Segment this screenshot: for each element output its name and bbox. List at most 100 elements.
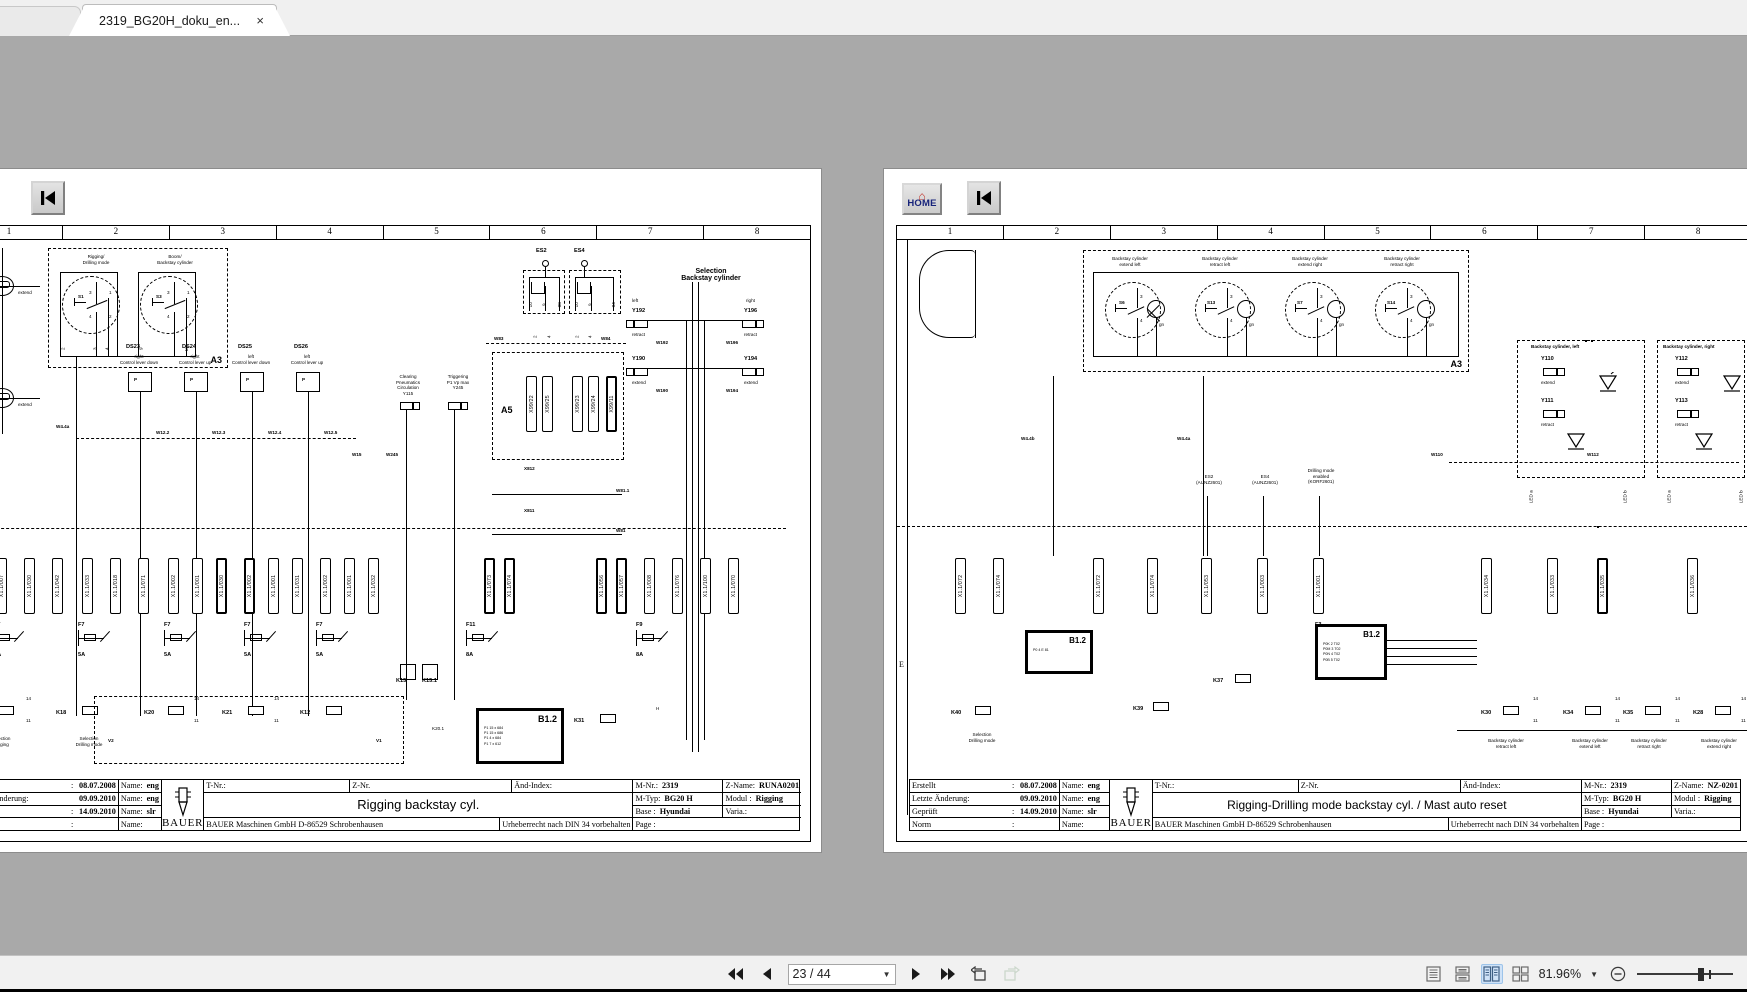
company-logo: BAUER <box>162 780 205 830</box>
a3-switch2-id: S3 <box>156 294 162 299</box>
title-block-left: Erstellt : 08.07.2008 Letzte Änderung: 0… <box>0 779 802 831</box>
fuse-rating: 5A <box>164 652 172 658</box>
sensor-id: DS23 <box>126 344 140 350</box>
column-tick: 4 <box>1218 226 1325 239</box>
group-a5-left: A5 <box>492 352 624 460</box>
button-id: S6 <box>1119 300 1125 305</box>
valve-fn: retract <box>1541 422 1555 427</box>
column-tick: 7 <box>1538 226 1646 239</box>
valve-id: Y196 <box>744 308 758 314</box>
led-label: LED a <box>1666 490 1672 504</box>
next-page-button[interactable] <box>904 962 928 986</box>
close-icon[interactable]: × <box>256 13 264 28</box>
zoom-slider-handle[interactable] <box>1698 968 1704 981</box>
wire-tag-w110: W110 <box>1431 452 1443 457</box>
led-symbol-icon <box>1598 372 1618 392</box>
valve-id: Y111 <box>1541 398 1554 404</box>
zoom-out-button[interactable] <box>1606 962 1630 986</box>
zoom-slider[interactable] <box>1637 967 1733 981</box>
led-label: LED b <box>1622 490 1628 504</box>
device-block-b12-left: B1.2 P1 15 x 684 P1 15 x 686 P1 4 x 684 … <box>476 708 564 764</box>
bauer-drill-icon <box>1123 787 1140 817</box>
column-tick: 6 <box>490 226 598 239</box>
valve-group-right-right-page <box>1657 340 1745 478</box>
zoom-dropdown-chevron-icon[interactable]: ▼ <box>1590 969 1598 979</box>
wire-tag-w83: W83 <box>494 336 504 341</box>
previous-view-button[interactable] <box>968 962 992 986</box>
page-back-to-start-button-right[interactable] <box>967 181 1001 215</box>
tab-title: 2319_BG20H_doku_en... <box>99 13 241 28</box>
toolbar-bottom-edge <box>0 989 1747 992</box>
connector-pill: X99/22 <box>526 376 537 432</box>
valve-symbol <box>448 402 462 410</box>
view-mode-continuous-scroll[interactable] <box>1452 964 1474 984</box>
valve-symbol <box>634 368 648 376</box>
led-label: LED b <box>1738 490 1744 504</box>
view-and-zoom-group: 81.96% ▼ <box>1423 962 1733 986</box>
valve-id: Y112 <box>1675 356 1688 362</box>
extend-label: extend <box>18 402 32 407</box>
group-tag-a3: A3 <box>210 355 222 365</box>
fuse-id: F7 <box>316 622 323 628</box>
extend-label: extend <box>18 290 32 295</box>
browser-tab-strip: 2319_BG20H_doku_en... × <box>0 0 1747 36</box>
page-number-select[interactable]: 23 / 44 ▼ <box>787 963 896 985</box>
connector-pill: X99/23 <box>572 376 583 432</box>
relay-id: K34 <box>1563 710 1574 716</box>
skip-back-icon <box>977 191 991 205</box>
relay-id: K28 <box>1693 710 1704 716</box>
group-a3-left: A3 <box>48 248 228 368</box>
drawing-title-left: Rigging backstay cyl. <box>357 797 480 813</box>
next-view-button[interactable] <box>1000 962 1024 986</box>
wire-tag: W190 <box>656 388 669 393</box>
a3-button-caption: Backstay cylinder extend right <box>1292 256 1328 267</box>
last-page-icon <box>940 968 955 980</box>
drawing-frame-right: 1 2 3 4 5 6 7 8 E A3 B <box>896 225 1747 842</box>
pdf-viewer-canvas[interactable]: 1 2 3 4 5 6 7 8 E retract extend <box>0 36 1747 955</box>
led-symbol-icon <box>1566 433 1586 450</box>
wire-tag: W12.4 <box>268 430 282 435</box>
view-mode-two-page-continuous[interactable] <box>1510 964 1532 984</box>
previous-page-button[interactable] <box>756 962 780 986</box>
wire-tag: W15 <box>352 452 362 457</box>
first-page-button[interactable] <box>724 962 748 986</box>
valve-group-title: Backstay cylinder, right <box>1663 344 1715 349</box>
view-mode-two-page-facing[interactable] <box>1480 964 1503 984</box>
valve-fn: retract <box>632 332 646 337</box>
zoom-slider-track <box>1637 973 1733 975</box>
relay-id: K20 <box>144 710 155 716</box>
two-page-facing-icon <box>1483 966 1500 982</box>
wire-tag: W12.2 <box>156 430 170 435</box>
fuse-rating: 5A <box>78 652 86 658</box>
a3-switch1-caption: Rigging/ Drilling mode <box>82 254 110 265</box>
page-back-to-start-button-left[interactable] <box>31 181 65 215</box>
document-page-left: 1 2 3 4 5 6 7 8 E retract extend <box>0 168 822 853</box>
viewer-toolbar: 23 / 44 ▼ <box>0 955 1747 992</box>
zoom-slider-tick <box>1709 970 1711 979</box>
valve-fn: extend <box>744 380 758 385</box>
valve-id: Y192 <box>632 308 646 314</box>
clearing-pneumatics-label: Clearing Pneumatics Circulation Y115 <box>395 374 420 396</box>
a3-button-caption: Backstay cylinder retract left <box>1202 256 1238 267</box>
column-ruler-left: 1 2 3 4 5 6 7 8 <box>0 226 810 240</box>
button-id: S14 <box>1387 300 1396 305</box>
home-button[interactable]: ⌂ HOME <box>902 183 942 215</box>
active-document-tab[interactable]: 2319_BG20H_doku_en... × <box>69 4 290 36</box>
side-label-right: right <box>746 298 755 303</box>
chevron-down-icon[interactable]: ▼ <box>882 969 891 979</box>
fuse-rating: 8A <box>636 652 644 658</box>
valve-id: Y190 <box>632 356 646 362</box>
device-pins: P0K 2 T02 P0M 3 T02 P0N 4 T02 P0B 5 T02 <box>1323 642 1341 662</box>
valve-symbol <box>742 320 756 328</box>
column-tick: 1 <box>0 226 63 239</box>
view-mode-single-page[interactable] <box>1423 964 1445 984</box>
last-page-button[interactable] <box>936 962 960 986</box>
fuse-rating: 5A <box>316 652 324 658</box>
sensor-id: DS26 <box>294 344 308 350</box>
zoom-level-value: 81.96% <box>1538 967 1582 981</box>
prev-page-icon <box>763 968 771 980</box>
valve-fn: retract <box>744 332 758 337</box>
forward-view-icon <box>1004 966 1020 981</box>
relay-id: K31 <box>574 718 585 724</box>
single-page-icon <box>1426 966 1441 982</box>
